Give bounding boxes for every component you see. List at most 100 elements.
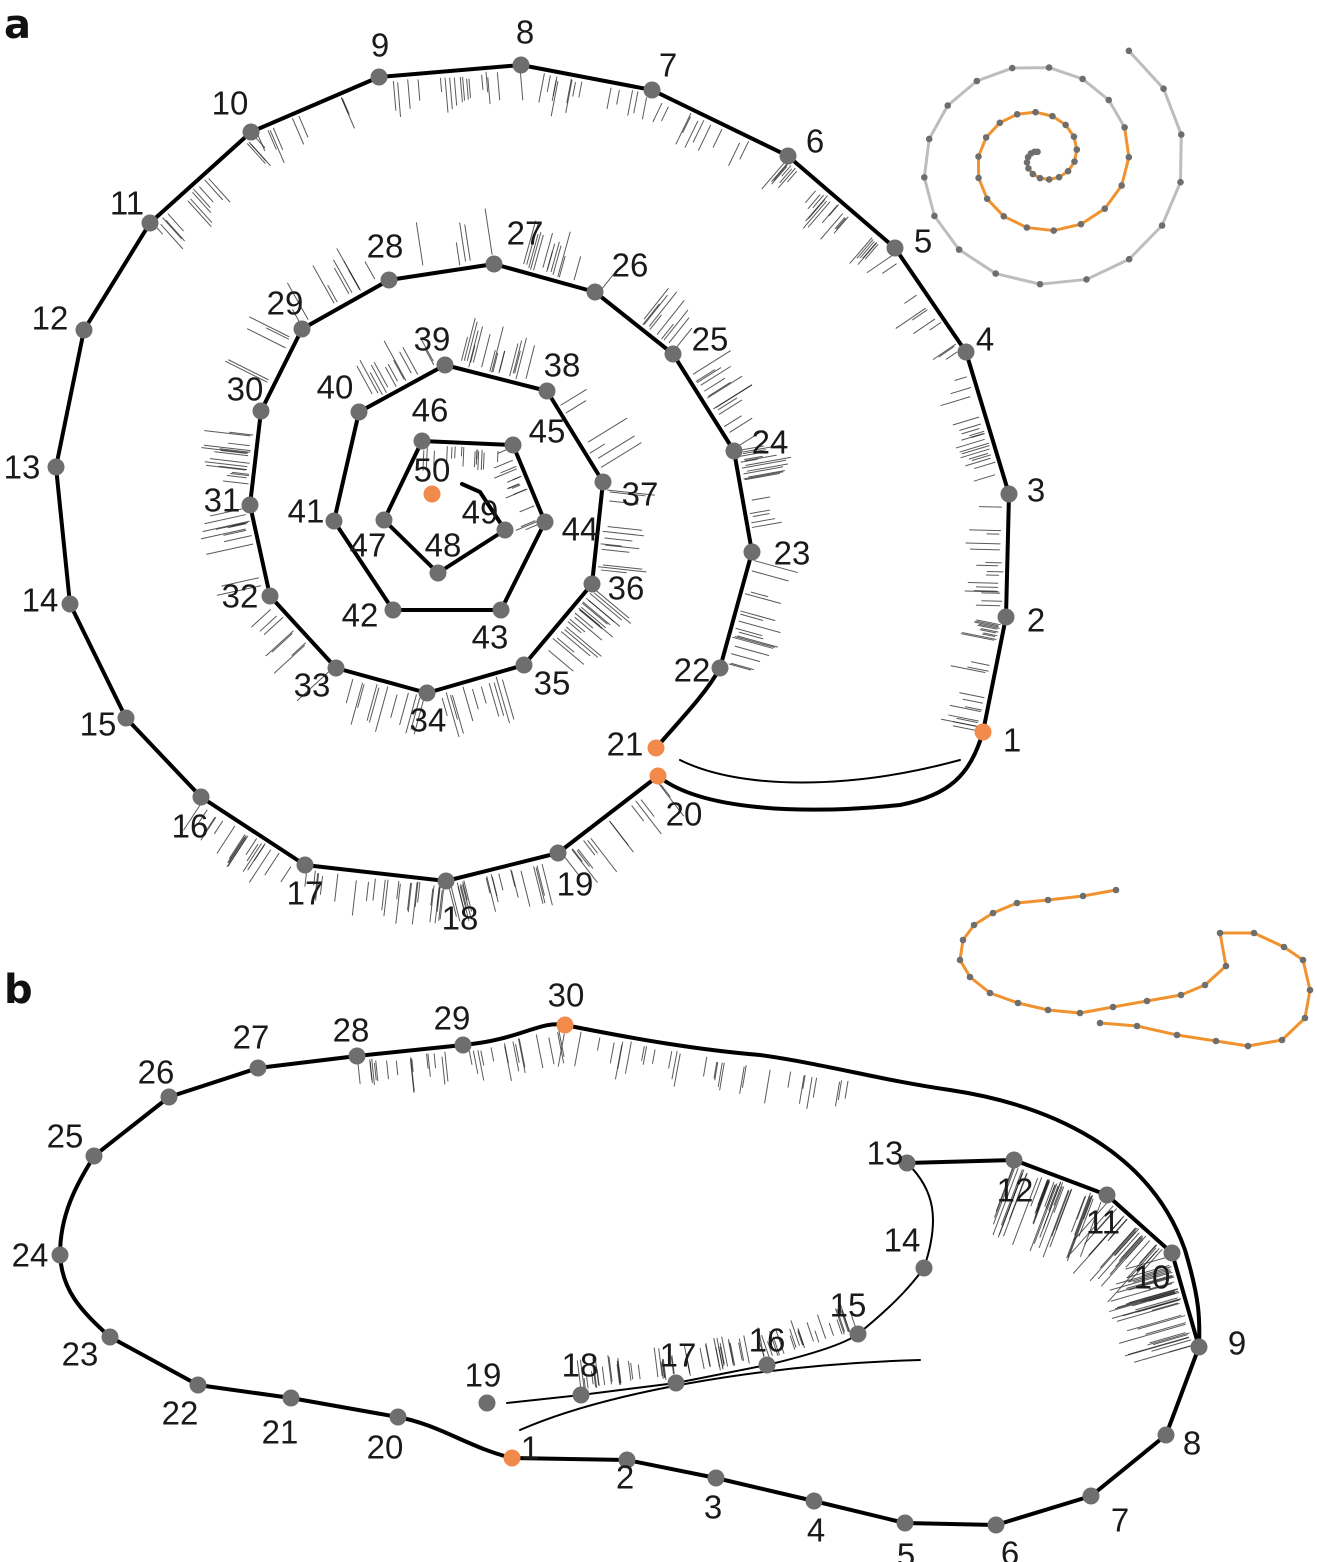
mini-outline-point	[1013, 899, 1021, 907]
hatch-stroke	[692, 120, 705, 143]
hatch-stroke	[269, 130, 285, 163]
hatch-stroke	[160, 224, 184, 250]
hatch-stroke	[1042, 1181, 1062, 1229]
hatch-stroke	[565, 400, 587, 414]
hatch-stroke	[1073, 1219, 1122, 1274]
hatch-stroke	[263, 616, 284, 636]
mini-spiral-point	[1125, 47, 1133, 55]
hatch-stroke	[433, 1053, 437, 1069]
hatch-stroke	[964, 590, 1000, 593]
mini-spiral-point	[1101, 205, 1109, 213]
hatch-stroke	[771, 163, 787, 182]
hatch-stroke	[979, 629, 997, 634]
hatch-stroke	[429, 885, 435, 923]
hatch-stroke	[425, 444, 428, 468]
hatch-stroke	[600, 273, 615, 291]
mini-spiral-point	[925, 135, 933, 143]
mini-outline-point	[1044, 1006, 1052, 1014]
hatch-stroke	[493, 459, 513, 469]
hatch-stroke	[333, 259, 353, 293]
hatch-stroke	[473, 451, 476, 468]
a-landmark-label-28: 28	[367, 228, 404, 265]
hatch-stroke	[700, 366, 731, 386]
a-landmark-label-39: 39	[414, 321, 451, 358]
hatch-stroke	[856, 239, 874, 259]
hatch-stroke	[470, 345, 476, 363]
hatch-stroke	[200, 528, 246, 540]
a-landmark-dot-48	[429, 564, 447, 582]
hatch-stroke	[485, 71, 489, 93]
hatch-stroke	[948, 714, 979, 722]
hatch-stroke	[251, 609, 271, 628]
a-landmark-label-16: 16	[172, 808, 209, 845]
b-landmark-label-13: 13	[867, 1135, 904, 1172]
mini-outline-point	[1306, 986, 1314, 994]
hatch-stroke	[773, 162, 789, 181]
hatch-stroke	[315, 873, 320, 901]
hatch-stroke	[1045, 1184, 1056, 1209]
hatch-stroke	[491, 876, 498, 897]
hatch-stroke	[205, 817, 216, 832]
a-landmark-dot-1	[974, 723, 992, 741]
b-landmark-dot-19	[478, 1394, 496, 1412]
hatch-stroke	[895, 307, 926, 329]
hatch-stroke	[351, 880, 357, 916]
mini-spiral-point	[983, 195, 991, 203]
b-landmark-label-18: 18	[562, 1347, 599, 1384]
hatch-stroke	[450, 884, 461, 922]
a-landmark-label-7: 7	[659, 47, 677, 84]
hatch-stroke	[1070, 1205, 1114, 1254]
hatch-stroke	[430, 888, 434, 906]
hatch-stroke	[411, 882, 418, 925]
hatch-stroke	[627, 90, 633, 116]
hatch-stroke	[420, 337, 434, 362]
hatch-stroke	[387, 363, 398, 382]
hatch-stroke	[578, 81, 583, 98]
b-landmark-label-21: 21	[262, 1414, 299, 1451]
hatch-stroke	[746, 463, 789, 472]
hatch-stroke	[460, 883, 467, 906]
hatch-stroke	[201, 447, 249, 454]
mini-spiral-point	[1105, 96, 1113, 104]
b-landmark-dot-17	[667, 1374, 685, 1392]
hatch-stroke	[225, 360, 268, 383]
hatch-stroke	[546, 251, 553, 273]
mini-spiral-point	[1121, 124, 1128, 131]
hatch-stroke	[859, 241, 875, 259]
hatch-stroke	[836, 1319, 843, 1335]
hatch-stroke	[462, 76, 466, 101]
hatch-stroke	[1114, 1231, 1136, 1256]
a-landmark-label-50: 50	[414, 452, 451, 489]
b-landmark-dot-21	[282, 1389, 300, 1407]
hatch-stroke	[692, 350, 731, 375]
hatch-stroke	[745, 456, 792, 466]
hatch-stroke	[399, 351, 412, 374]
hatch-stroke	[368, 687, 380, 723]
mini-spiral-point	[1036, 174, 1044, 182]
hatch-stroke	[705, 1343, 711, 1367]
hatch-stroke	[607, 1355, 612, 1385]
hatch-stroke	[1110, 1283, 1173, 1302]
hatch-stroke	[1137, 1315, 1186, 1330]
hatch-stroke	[950, 665, 986, 673]
hatch-stroke	[967, 582, 999, 584]
hatch-stroke	[737, 635, 779, 648]
hatch-stroke	[1125, 1235, 1147, 1259]
hatch-stroke	[375, 1060, 379, 1082]
hatch-stroke	[912, 309, 928, 321]
b-landmark-label-27: 27	[233, 1019, 270, 1056]
mini-outline-point	[1096, 1019, 1104, 1027]
hatch-stroke	[588, 599, 621, 627]
b-landmark-label-12: 12	[997, 1172, 1034, 1209]
hatch-stroke	[462, 884, 472, 920]
hatch-stroke	[596, 1368, 600, 1387]
hatch-stroke	[836, 1308, 845, 1332]
hatch-stroke	[643, 288, 669, 320]
hatch-stroke	[675, 112, 692, 145]
mini-spiral-point	[1118, 182, 1125, 189]
mini-spiral-point	[944, 102, 952, 109]
hatch-stroke	[652, 102, 663, 123]
hatch-stroke	[422, 450, 425, 472]
hatch-stroke	[572, 848, 583, 862]
hatch-stroke	[526, 223, 539, 265]
